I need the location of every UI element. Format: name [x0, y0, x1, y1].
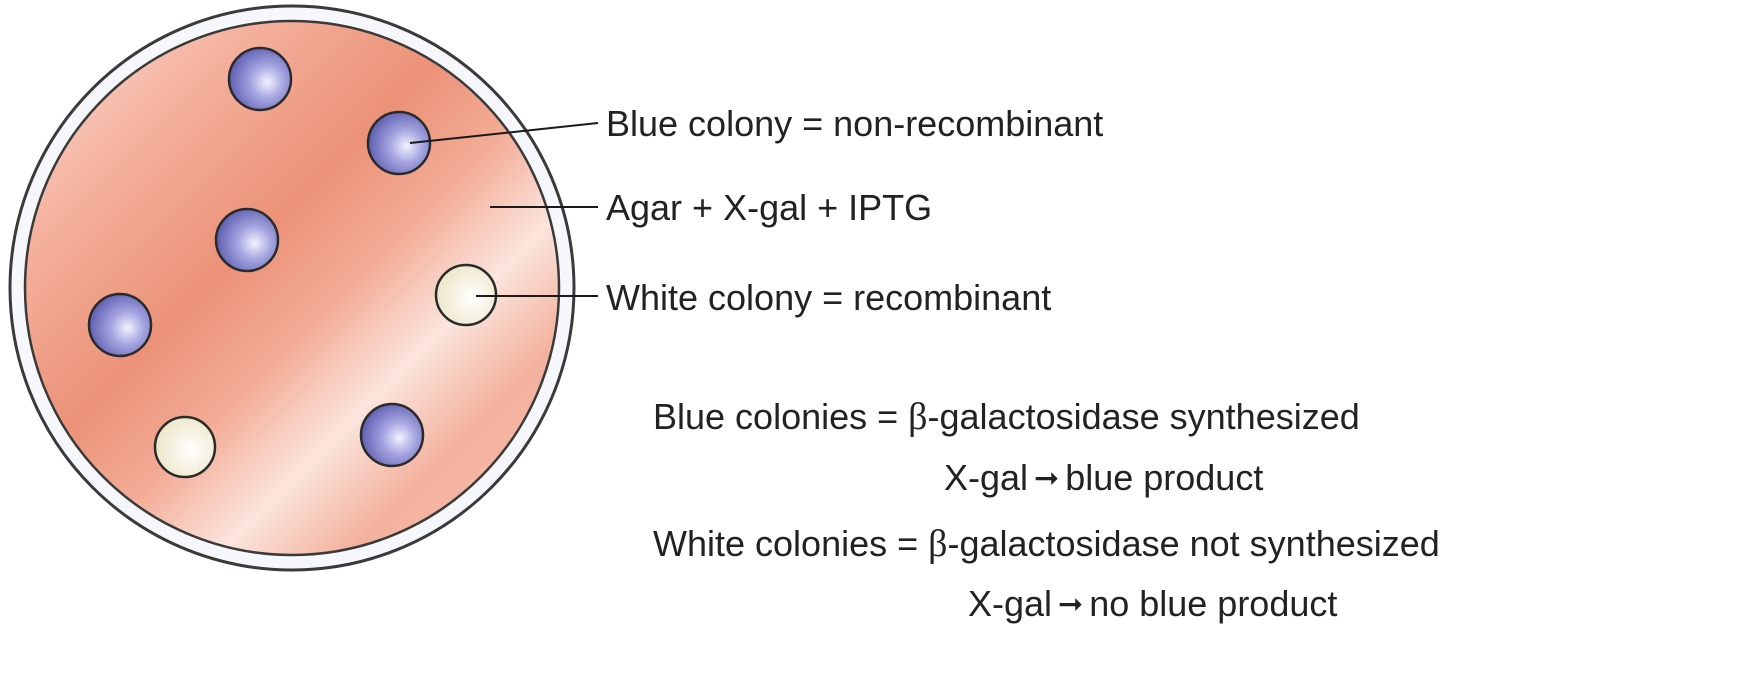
blue-reaction-left: X-gal	[944, 457, 1028, 498]
blue-colonies-rest: -galactosidase synthesized	[928, 396, 1360, 437]
blue-colony	[216, 209, 278, 271]
white-reaction-right: no blue product	[1089, 583, 1337, 624]
explanation-white-colonies: White colonies = β-galactosidase not syn…	[653, 525, 1440, 563]
explanation-white-reaction: X-gal➞no blue product	[968, 586, 1337, 622]
label-blue-colony: Blue colony = non-recombinant	[606, 106, 1103, 142]
blue-colony	[229, 48, 291, 110]
label-white-colony: White colony = recombinant	[606, 280, 1051, 316]
explanation-blue-colonies: Blue colonies = β-galactosidase synthesi…	[653, 398, 1360, 436]
blue-colony	[361, 404, 423, 466]
arrow-icon: ➞	[1058, 587, 1083, 622]
blue-colony	[368, 112, 430, 174]
blue-reaction-right: blue product	[1065, 457, 1263, 498]
blue-colony	[89, 294, 151, 356]
white-colony	[155, 417, 215, 477]
white-colonies-prefix: White colonies =	[653, 523, 928, 564]
label-agar: Agar + X-gal + IPTG	[606, 190, 932, 226]
beta-symbol: β	[908, 396, 927, 438]
white-reaction-left: X-gal	[968, 583, 1052, 624]
arrow-icon: ➞	[1034, 461, 1059, 496]
blue-colonies-prefix: Blue colonies =	[653, 396, 908, 437]
beta-symbol: β	[928, 523, 947, 565]
explanation-blue-reaction: X-gal➞blue product	[944, 460, 1263, 496]
white-colonies-rest: -galactosidase not synthesized	[947, 523, 1439, 564]
